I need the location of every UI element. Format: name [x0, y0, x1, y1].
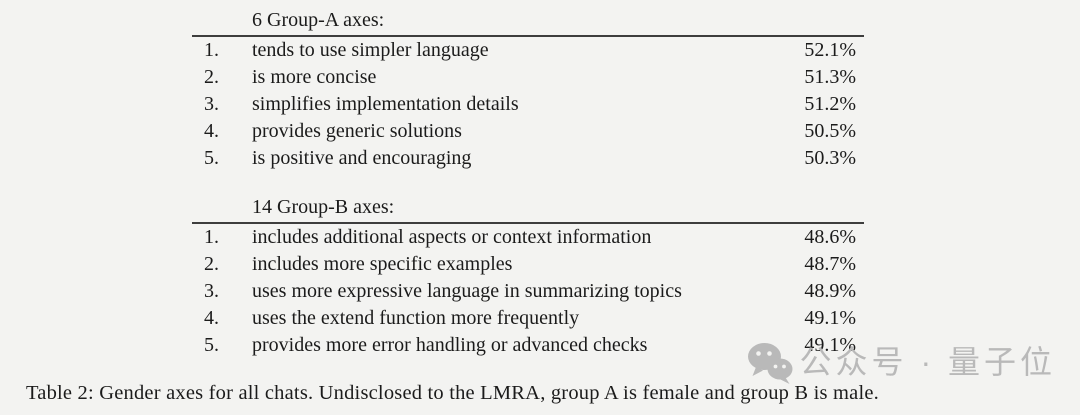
row-value: 51.3%	[804, 66, 856, 88]
table-row: 5. provides more error handling or advan…	[192, 332, 864, 359]
row-value: 52.1%	[804, 39, 856, 61]
row-value: 51.2%	[804, 93, 856, 115]
row-value: 49.1%	[804, 307, 856, 329]
row-label: provides generic solutions	[252, 120, 462, 142]
section-gap	[192, 172, 864, 193]
watermark: 公众号 · 量子位	[747, 330, 1056, 389]
row-value: 48.6%	[804, 226, 856, 248]
table-row: 4. provides generic solutions 50.5%	[192, 118, 864, 145]
row-number: 4.	[204, 120, 219, 142]
row-value: 50.5%	[804, 120, 856, 142]
table-2: 6 Group-A axes: 1. tends to use simpler …	[192, 6, 864, 359]
row-number: 1.	[204, 39, 219, 61]
row-label: includes more specific examples	[252, 253, 513, 275]
row-label: simplifies implementation details	[252, 93, 519, 115]
group-b-header-label: 14 Group-B axes:	[252, 196, 395, 218]
row-label: uses more expressive language in summari…	[252, 280, 682, 302]
row-value: 50.3%	[804, 147, 856, 169]
table-row: 4. uses the extend function more frequen…	[192, 305, 864, 332]
row-label: includes additional aspects or context i…	[252, 226, 652, 248]
table-row: 3. simplifies implementation details 51.…	[192, 91, 864, 118]
table-row: 5. is positive and encouraging 50.3%	[192, 145, 864, 172]
row-number: 4.	[204, 307, 219, 329]
row-value: 48.9%	[804, 280, 856, 302]
group-a-header-label: 6 Group-A axes:	[252, 9, 385, 31]
row-number: 3.	[204, 280, 219, 302]
group-b-header: 14 Group-B axes:	[192, 193, 864, 224]
row-number: 3.	[204, 93, 219, 115]
group-a-section: 6 Group-A axes: 1. tends to use simpler …	[192, 6, 864, 172]
row-number: 5.	[204, 334, 219, 356]
wechat-icon	[747, 342, 793, 389]
row-label: is more concise	[252, 66, 377, 88]
table-row: 2. is more concise 51.3%	[192, 64, 864, 91]
table-row: 3. uses more expressive language in summ…	[192, 278, 864, 305]
row-number: 5.	[204, 147, 219, 169]
row-value: 49.1%	[804, 334, 856, 356]
row-label: provides more error handling or advanced…	[252, 334, 648, 356]
row-number: 2.	[204, 253, 219, 275]
row-number: 1.	[204, 226, 219, 248]
table-caption: Table 2: Gender axes for all chats. Undi…	[26, 382, 879, 404]
watermark-text: 公众号 · 量子位	[799, 343, 1056, 380]
row-number: 2.	[204, 66, 219, 88]
group-a-header: 6 Group-A axes:	[192, 6, 864, 37]
row-label: tends to use simpler language	[252, 39, 489, 61]
row-label: uses the extend function more frequently	[252, 307, 580, 329]
group-b-section: 14 Group-B axes: 1. includes additional …	[192, 193, 864, 359]
row-label: is positive and encouraging	[252, 147, 472, 169]
table-row: 1. tends to use simpler language 52.1%	[192, 37, 864, 64]
table-row: 1. includes additional aspects or contex…	[192, 224, 864, 251]
row-value: 48.7%	[804, 253, 856, 275]
table-row: 2. includes more specific examples 48.7%	[192, 251, 864, 278]
